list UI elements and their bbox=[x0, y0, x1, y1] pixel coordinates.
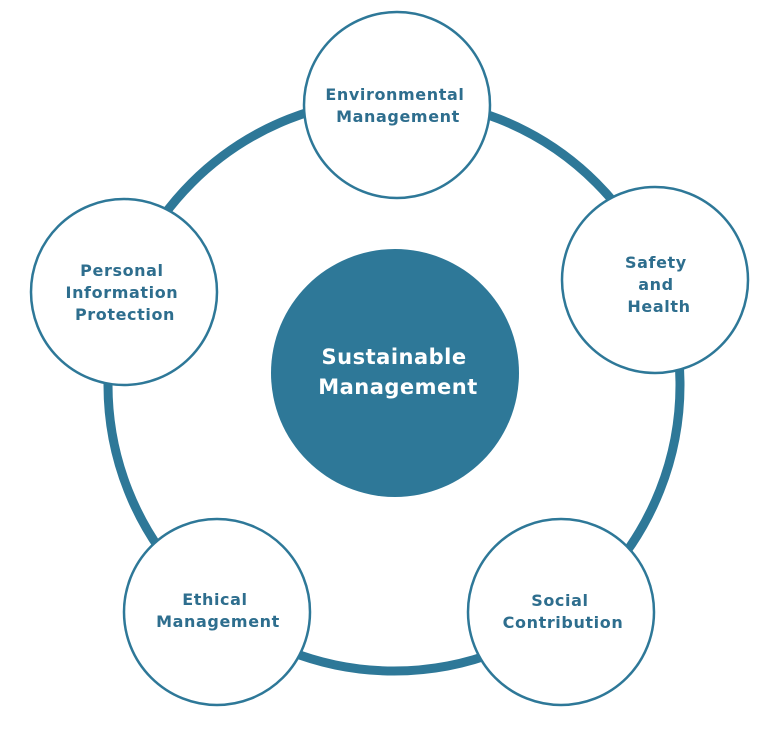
node-label-line: Health bbox=[627, 297, 690, 316]
node-label: Social Contribution bbox=[503, 591, 624, 632]
center-label-line: Management bbox=[318, 375, 478, 399]
node-social-contribution: Social Contribution bbox=[466, 517, 656, 707]
node-environmental-management: Environmental Management bbox=[302, 10, 492, 200]
node-safety-and-health: Safety and Health bbox=[560, 185, 750, 375]
node-label: Environmental Management bbox=[325, 85, 470, 126]
node-label: Personal Information Protection bbox=[66, 261, 185, 324]
node-circle bbox=[29, 197, 219, 387]
node-label-line: Personal bbox=[80, 261, 163, 280]
center-circle bbox=[271, 249, 519, 497]
center-label: Sustainable Management bbox=[318, 345, 478, 399]
node-circle bbox=[122, 517, 312, 707]
node-label-line: Safety bbox=[625, 253, 687, 272]
node-label: Ethical Management bbox=[156, 590, 280, 631]
node-label-line: Management bbox=[156, 612, 280, 631]
node-label-line: and bbox=[638, 275, 673, 294]
node-label-line: Contribution bbox=[503, 613, 624, 632]
node-label: Safety and Health bbox=[625, 253, 693, 316]
node-label-line: Environmental bbox=[325, 85, 464, 104]
node-label-line: Information bbox=[66, 283, 179, 302]
node-label-line: Ethical bbox=[182, 590, 247, 609]
center-node: Sustainable Management bbox=[271, 249, 519, 497]
node-personal-information-protection: Personal Information Protection bbox=[29, 197, 219, 387]
node-label-line: Protection bbox=[75, 305, 175, 324]
node-label-line: Management bbox=[336, 107, 460, 126]
node-ethical-management: Ethical Management bbox=[122, 517, 312, 707]
node-circle bbox=[302, 10, 492, 200]
node-circle bbox=[466, 517, 656, 707]
center-label-line: Sustainable bbox=[322, 345, 467, 369]
node-label-line: Social bbox=[531, 591, 588, 610]
node-circle bbox=[560, 185, 750, 375]
